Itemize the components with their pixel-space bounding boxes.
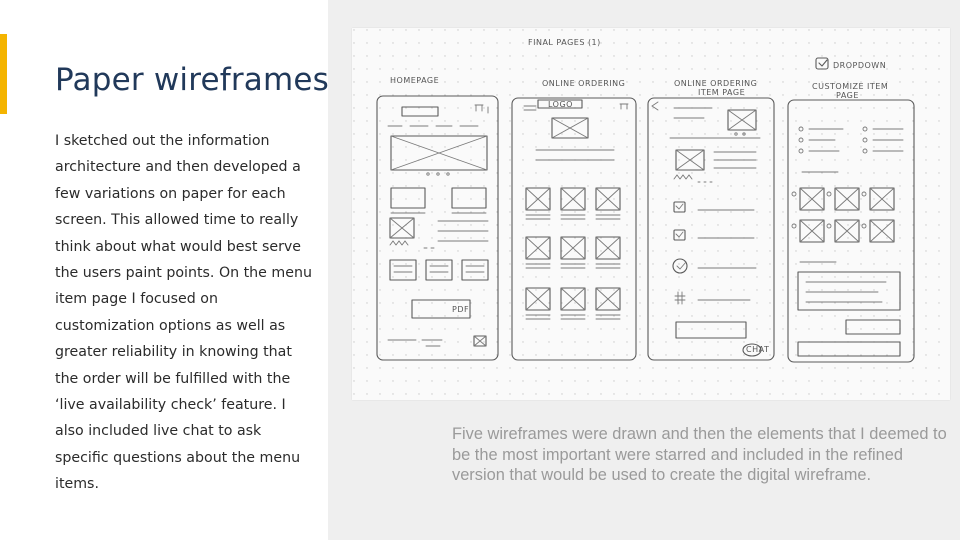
- chat-text: CHAT: [746, 345, 769, 354]
- logo-text: LOGO: [548, 100, 573, 109]
- page-label-customize: CUSTOMIZE ITEM: [812, 82, 888, 91]
- dropdown-note-text: DROPDOWN: [833, 61, 886, 70]
- page-label-item-page-line2: ITEM PAGE: [698, 88, 745, 97]
- sketch-caption: Five wireframes were drawn and then the …: [452, 425, 947, 484]
- phone-item-page: CHAT: [647, 97, 775, 361]
- phone-homepage: PDF: [376, 95, 499, 361]
- page-label-online-ordering: ONLINE ORDERING: [542, 79, 625, 88]
- slide-body-text: I sketched out the information architect…: [55, 133, 312, 493]
- phone-online-ordering: LOGO: [511, 97, 637, 361]
- page-label-homepage: HOMEPAGE: [390, 76, 439, 85]
- paper-wireframe-sketch: FINAL PAGES (1) DROPDOWN HOMEPAGE ONLINE…: [352, 28, 950, 400]
- check-icon: [818, 59, 828, 67]
- right-panel: FINAL PAGES (1) DROPDOWN HOMEPAGE ONLINE…: [328, 0, 960, 540]
- phone-customize: [787, 99, 915, 363]
- page-label-item-page: ONLINE ORDERING: [674, 79, 757, 88]
- page-label-customize-line2: PAGE: [836, 91, 859, 100]
- wireframe-sketch-drawing: FINAL PAGES (1) DROPDOWN HOMEPAGE ONLINE…: [352, 28, 950, 400]
- checkbox-icon: [815, 57, 829, 70]
- pdf-text: PDF: [452, 305, 469, 314]
- sketch-header-text: FINAL PAGES (1): [528, 38, 601, 47]
- accent-bar: [0, 34, 7, 114]
- dot-grid: [352, 28, 950, 400]
- slide-title: Paper wireframes: [55, 62, 330, 98]
- left-panel: [0, 0, 328, 540]
- dropdown-note: DROPDOWN: [815, 57, 886, 70]
